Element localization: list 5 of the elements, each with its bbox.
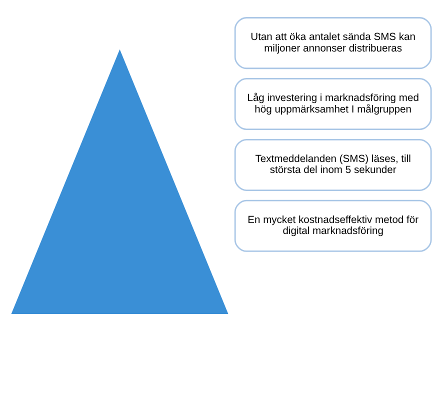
node-box: Textmeddelanden (SMS) läses, till största del inom 5 sekunder: [234, 138, 432, 191]
node-box: Låg investering i marknadsföring med hög uppmärksamhet I målgruppen: [234, 78, 432, 130]
node-triangle: [11, 49, 228, 314]
node-box: En mycket kostnadseffektiv metod för digital marknadsföring: [234, 200, 432, 252]
node-box: Utan att öka antalet sända SMS kan miljoner annonser distribueras: [234, 17, 432, 70]
